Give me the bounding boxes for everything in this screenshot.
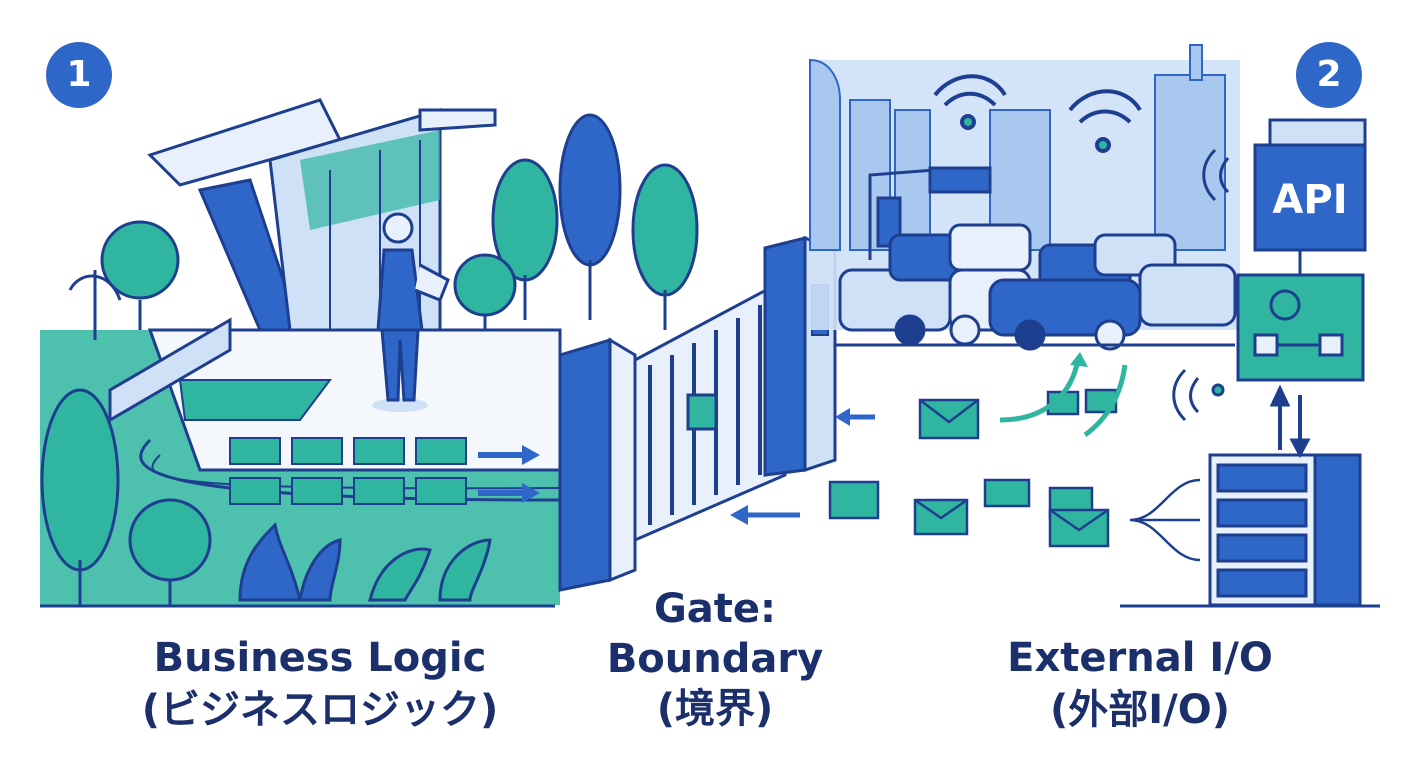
gate-title: Gate:: [653, 586, 777, 632]
document-flow: [229, 437, 540, 505]
courtyard-lawn: [178, 379, 332, 421]
external-io-subtitle: (外部I/O): [1049, 687, 1231, 733]
message-flow: [730, 352, 1128, 548]
business-logic-title: Business Logic: [153, 635, 487, 681]
gate: [558, 235, 837, 592]
external-io-scene: [730, 44, 1380, 608]
trees-left: [40, 113, 699, 605]
gate-subtitle-jp: (境界): [656, 686, 774, 732]
curved-path-line-2: [151, 454, 561, 490]
external-io-title: External I/O: [1007, 635, 1273, 681]
step-2-badge: 2: [1296, 42, 1362, 108]
gate-caption: Gate: Boundary (境界): [585, 584, 845, 734]
api-sign: [1236, 118, 1367, 382]
traffic-cars: [838, 223, 1237, 351]
fence: [108, 317, 232, 423]
business-person: [372, 212, 450, 412]
server-rack: [1129, 384, 1362, 607]
business-logic-subtitle: (ビジネスロジック): [141, 687, 499, 733]
signal-waves-icon: [1172, 148, 1230, 422]
step-1-badge: 1: [46, 42, 112, 108]
wifi-icon: [933, 74, 1142, 153]
gate-subtitle: Boundary: [606, 636, 824, 682]
external-io-caption: External I/O (外部I/O): [960, 632, 1320, 736]
business-logic-caption: Business Logic (ビジネスロジック): [80, 632, 560, 736]
traffic-light: [868, 166, 992, 260]
plants-bottom: [238, 521, 492, 602]
business-logic-scene: [40, 98, 699, 608]
api-label: API: [1272, 177, 1347, 223]
